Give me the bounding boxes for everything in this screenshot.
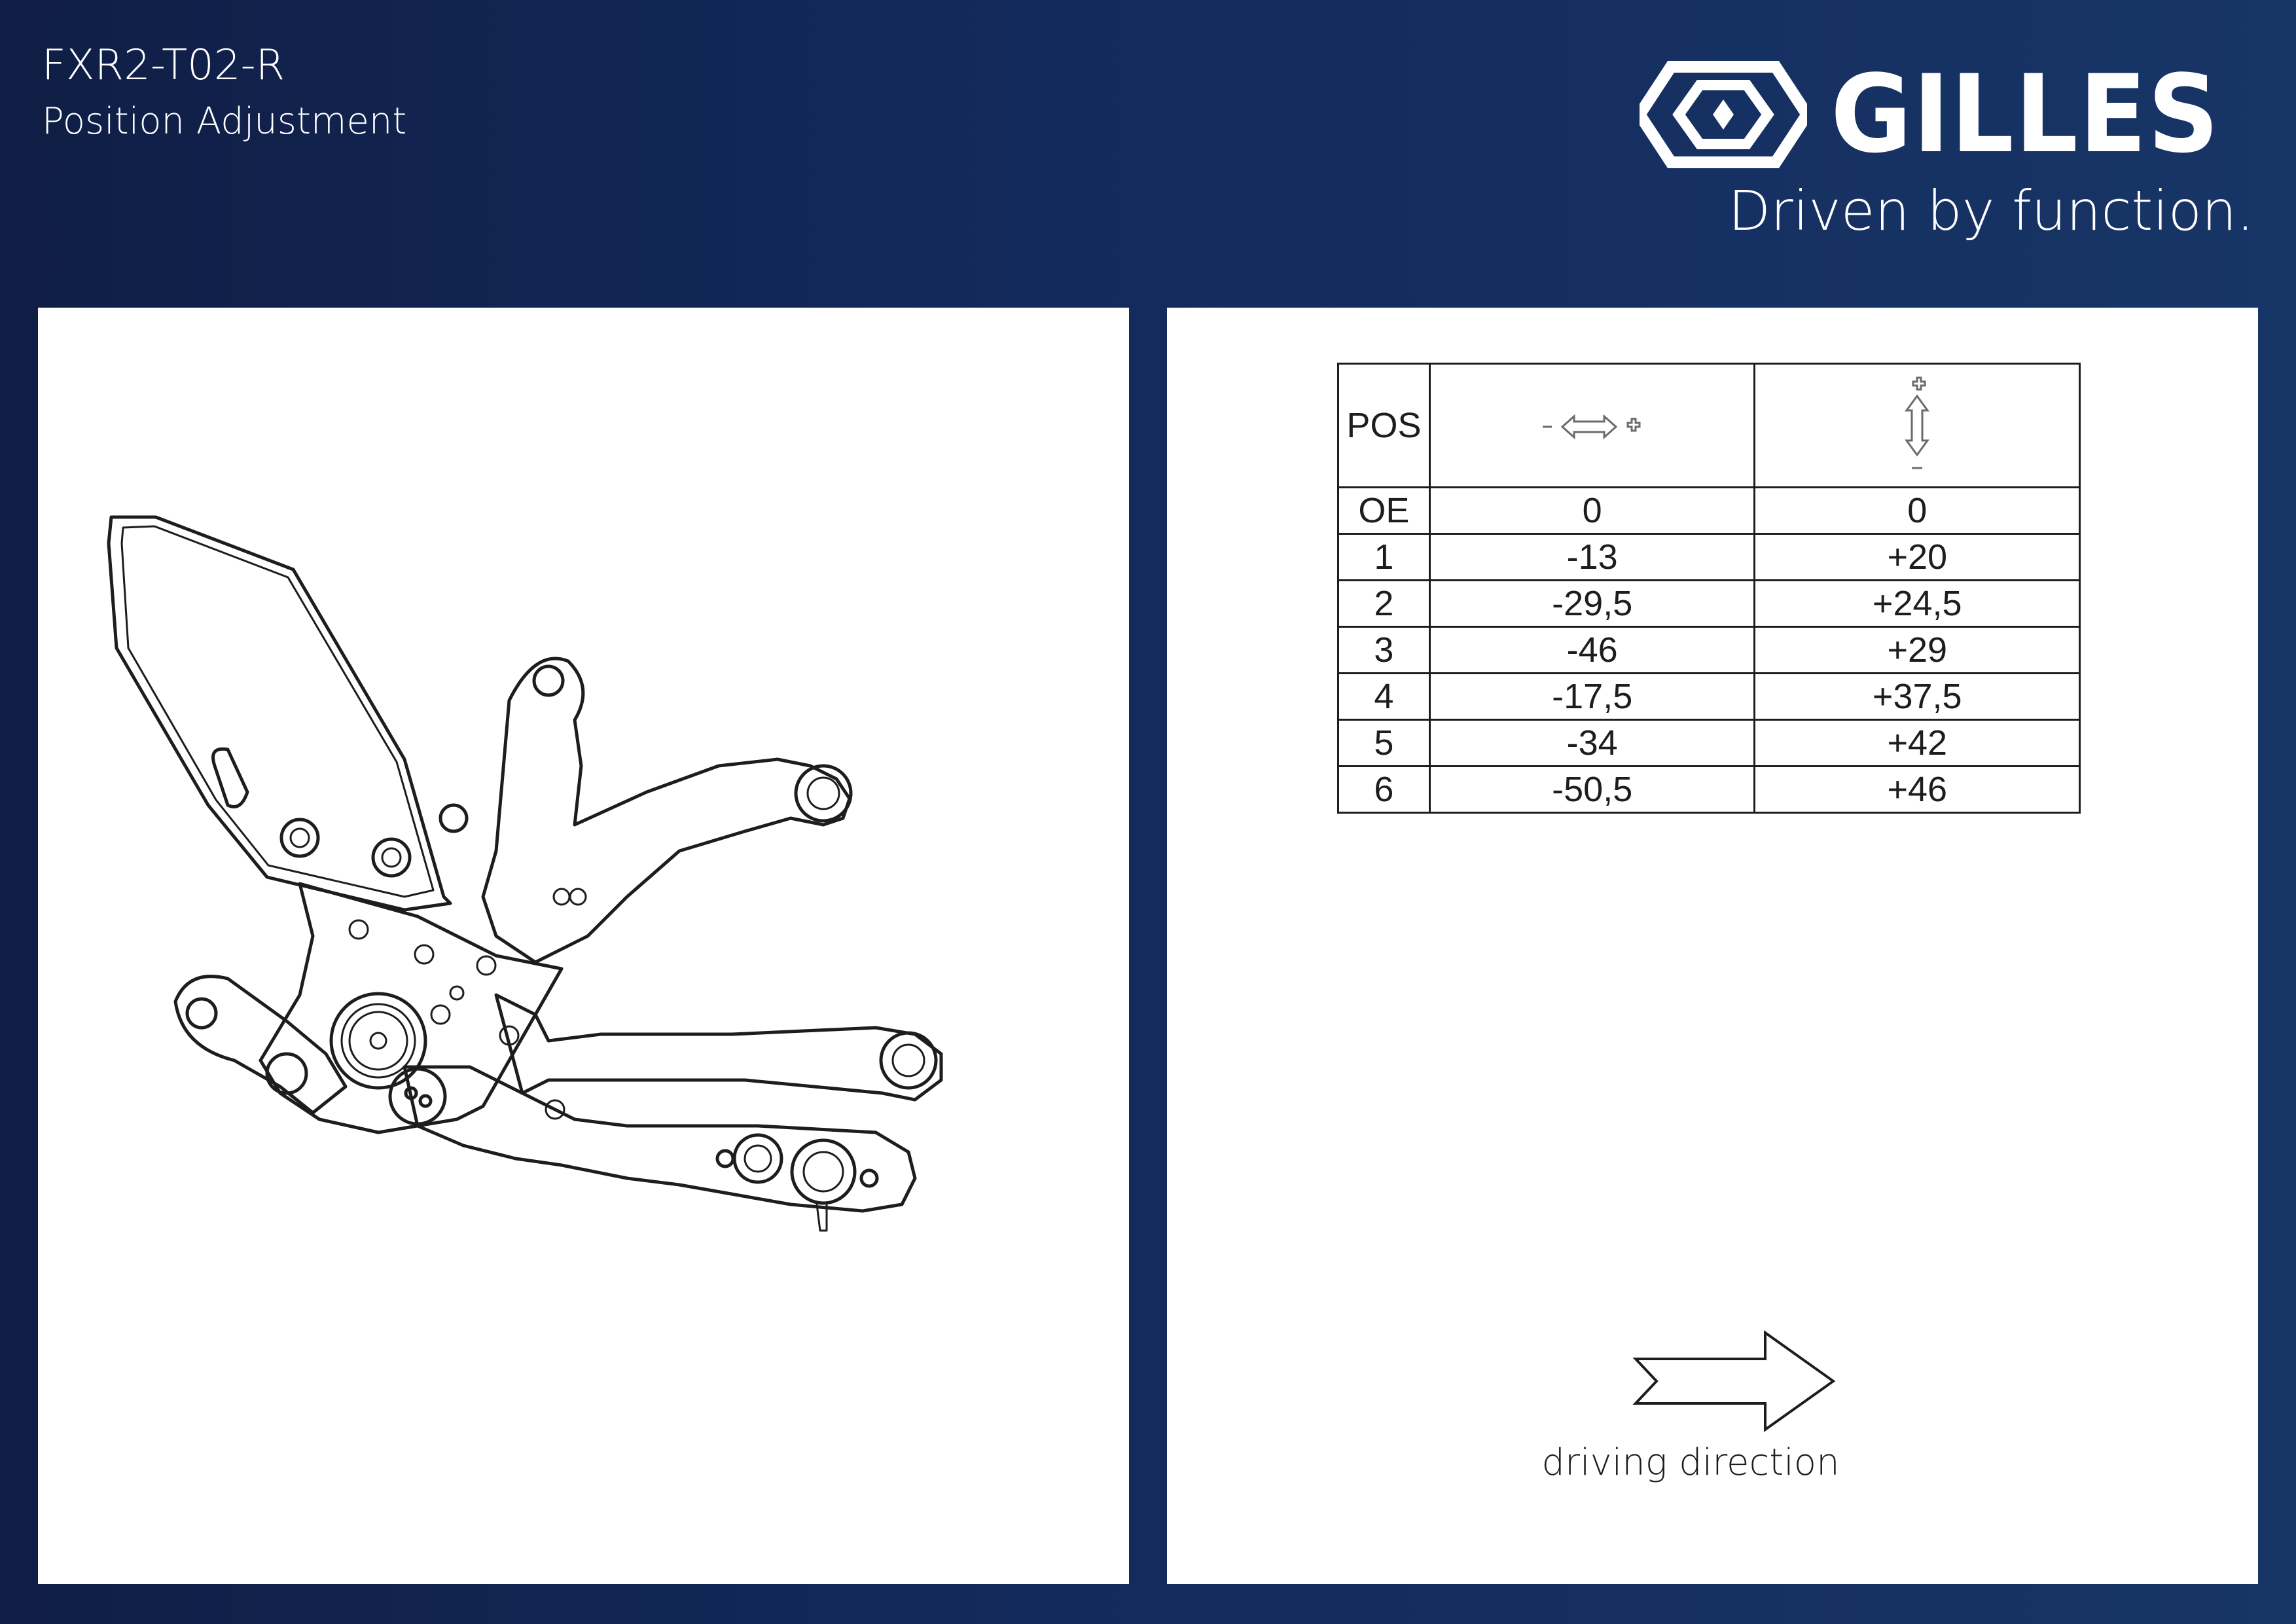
vertical-cell: +37,5 [1753, 672, 2081, 721]
heel-plate-outline [107, 515, 452, 912]
pos-cell: OE [1337, 486, 1431, 535]
lower-arm [494, 993, 943, 1102]
horizontal-cell: -34 [1428, 719, 1756, 767]
heel-plate-slot [211, 747, 249, 808]
gilles-g-logo-icon [1640, 61, 1808, 168]
horizontal-cell: -29,5 [1428, 579, 1756, 628]
rearset-drawing [107, 515, 943, 1232]
vertical-header [1753, 363, 2081, 488]
position-holes [348, 919, 520, 1046]
brand-name: GILLES [1831, 52, 2221, 177]
horizontal-cell: 0 [1428, 486, 1756, 535]
horizontal-cell: -46 [1428, 626, 1756, 674]
vertical-cell: +20 [1753, 533, 2081, 581]
table-row: 4-17,5+37,5 [1337, 672, 2081, 721]
main-plate [259, 882, 564, 1134]
document-title: FXR2-T02-R [42, 41, 285, 90]
vertical-adjust-icon [1905, 376, 1930, 469]
driving-direction-label: driving direction [1541, 1441, 1840, 1484]
vertical-cell: +42 [1753, 719, 2081, 767]
heel-plate-inner [120, 525, 435, 898]
vertical-cell: +46 [1753, 765, 2081, 814]
pos-cell: 6 [1337, 765, 1431, 814]
horizontal-cell: -17,5 [1428, 672, 1756, 721]
brand-tagline: Driven by function. [1728, 179, 2254, 243]
pos-cell: 3 [1337, 626, 1431, 674]
pos-cell: 5 [1337, 719, 1431, 767]
table-row: 2-29,5+24,5 [1337, 579, 2081, 628]
upper-mount [481, 657, 852, 964]
vertical-cell: 0 [1753, 486, 2081, 535]
table-row: 6-50,5+46 [1337, 765, 2081, 814]
horizontal-cell: -13 [1428, 533, 1756, 581]
vertical-cell: +29 [1753, 626, 2081, 674]
pivot-lever [173, 975, 348, 1115]
vertical-cell: +24,5 [1753, 579, 2081, 628]
pos-header: POS [1337, 363, 1431, 488]
brand-block: GILLES Driven by function. [1640, 60, 2254, 250]
brand-logo: GILLES [1640, 60, 2254, 169]
plate-logo-mark [552, 888, 587, 906]
driving-direction-arrow-icon [1632, 1330, 1836, 1432]
table-row: 1-13+20 [1337, 533, 2081, 581]
pos-cell: 1 [1337, 533, 1431, 581]
adjuster-disc [329, 992, 427, 1090]
pos-cell: 2 [1337, 579, 1431, 628]
horizontal-header [1428, 363, 1756, 488]
table-row: 3-46+29 [1337, 626, 2081, 674]
table-header-row: POS [1337, 363, 2081, 488]
table-row: 5-34+42 [1337, 719, 2081, 767]
horizontal-cell: -50,5 [1428, 765, 1756, 814]
pos-cell: 4 [1337, 672, 1431, 721]
brake-lever [403, 1065, 917, 1213]
document-subtitle: Position Adjustment [42, 100, 407, 143]
drawing-panel [38, 308, 1129, 1584]
horizontal-adjust-icon [1542, 414, 1641, 440]
